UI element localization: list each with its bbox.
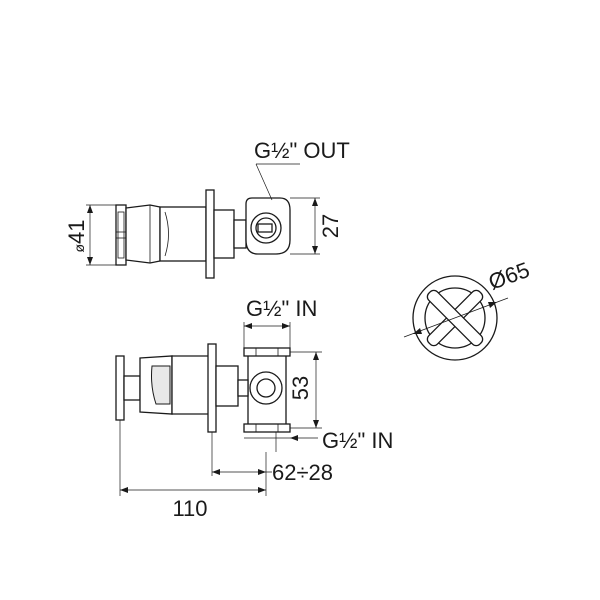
bottom-in-body xyxy=(247,351,287,427)
bottom-handle-end xyxy=(115,355,125,421)
top-flange xyxy=(205,189,215,279)
dim-65-label: Ø65 xyxy=(485,257,533,295)
bottom-neck xyxy=(215,365,239,407)
top-handle-end xyxy=(115,204,127,266)
top-out-port-ring-outer xyxy=(250,212,282,244)
dim-27: 27 xyxy=(290,197,343,255)
dim-41-label: ø41 xyxy=(64,219,89,252)
in-bottom-leader xyxy=(244,432,318,452)
in-label-top: G½" IN xyxy=(246,296,317,321)
bottom-plan-view xyxy=(115,343,291,433)
in-label-bottom: G½" IN xyxy=(322,428,393,453)
dim-41: ø41 xyxy=(64,204,116,266)
bottom-port-ring-inner xyxy=(256,378,276,398)
bottom-flange xyxy=(207,343,217,433)
bottom-in-port-top xyxy=(243,347,291,357)
top-neck xyxy=(213,209,235,259)
top-out-port-slot xyxy=(257,223,273,233)
rosette-inner xyxy=(424,287,486,349)
dim-110-label: 110 xyxy=(172,496,207,521)
dim-53: 53 xyxy=(288,351,322,429)
top-handle-inner xyxy=(117,211,125,259)
bottom-handle-stem xyxy=(123,375,141,401)
rosette-outer xyxy=(412,275,498,361)
bottom-port-ring-outer xyxy=(249,371,283,405)
top-body xyxy=(159,206,207,262)
top-out-port-ring-inner xyxy=(255,217,277,239)
bottom-body-shade xyxy=(151,365,171,405)
dim-27-label: 27 xyxy=(318,214,343,238)
out-label: G½" OUT xyxy=(254,138,350,163)
dim-110 xyxy=(119,420,267,496)
dim-53-label: 53 xyxy=(288,376,313,400)
bottom-body xyxy=(171,355,211,415)
top-side-view xyxy=(115,163,300,279)
top-handle-shaft xyxy=(125,204,161,264)
dim-62-28 xyxy=(211,432,272,478)
bottom-in-port-bottom xyxy=(243,423,291,433)
dim-in-top xyxy=(243,322,291,348)
bottom-connector xyxy=(237,379,249,397)
rosette-view: Ø65 xyxy=(403,257,533,361)
top-neck-small xyxy=(233,219,247,249)
dim-62-28-label: 62÷28 xyxy=(272,460,333,485)
